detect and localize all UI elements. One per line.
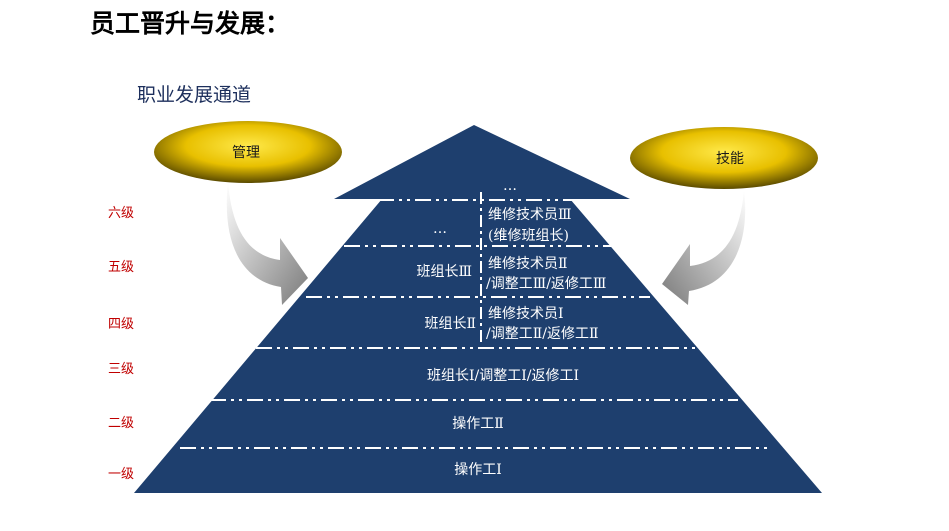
management-ellipse [154, 121, 342, 183]
level5-right-line2: /调整工Ⅲ/返修工Ⅲ [486, 276, 606, 292]
level-label-2: 二级 [108, 416, 135, 431]
level4-right-line2: /调整工Ⅱ/返修工Ⅱ [486, 326, 598, 342]
left-ellipsis: … [433, 221, 447, 237]
left-curved-arrow-icon [226, 182, 308, 305]
level5-left: 班组长Ⅲ [416, 264, 472, 280]
diagram-subtitle: 职业发展通道 [137, 84, 252, 106]
level2-text: 操作工Ⅱ [452, 416, 504, 432]
level-label-6: 六级 [108, 206, 135, 221]
level4-left: 班组长Ⅱ [424, 316, 476, 332]
level-label-5: 五级 [108, 260, 135, 275]
level4-right-line1: 维修技术员Ⅰ [488, 306, 564, 322]
level-label-4: 四级 [108, 317, 135, 332]
skill-ellipse [630, 127, 818, 189]
top-ellipsis: … [503, 178, 517, 194]
skill-track-label: 技能 [716, 151, 744, 167]
right-curved-arrow-icon [662, 190, 746, 305]
level5-right-line1: 维修技术员Ⅱ [488, 256, 568, 272]
management-track-label: 管理 [232, 145, 260, 161]
level-dividers [180, 199, 770, 449]
level1-text: 操作工Ⅰ [454, 462, 502, 478]
level6-right-line1: 维修技术员Ⅲ [488, 207, 572, 223]
level-label-3: 三级 [108, 362, 135, 377]
page-title: 员工晋升与发展： [90, 9, 291, 38]
level6-right-line2: (维修班组长) [488, 228, 569, 244]
level3-text: 班组长Ⅰ/调整工Ⅰ/返修工Ⅰ [427, 368, 579, 384]
level-label-1: 一级 [108, 467, 135, 482]
